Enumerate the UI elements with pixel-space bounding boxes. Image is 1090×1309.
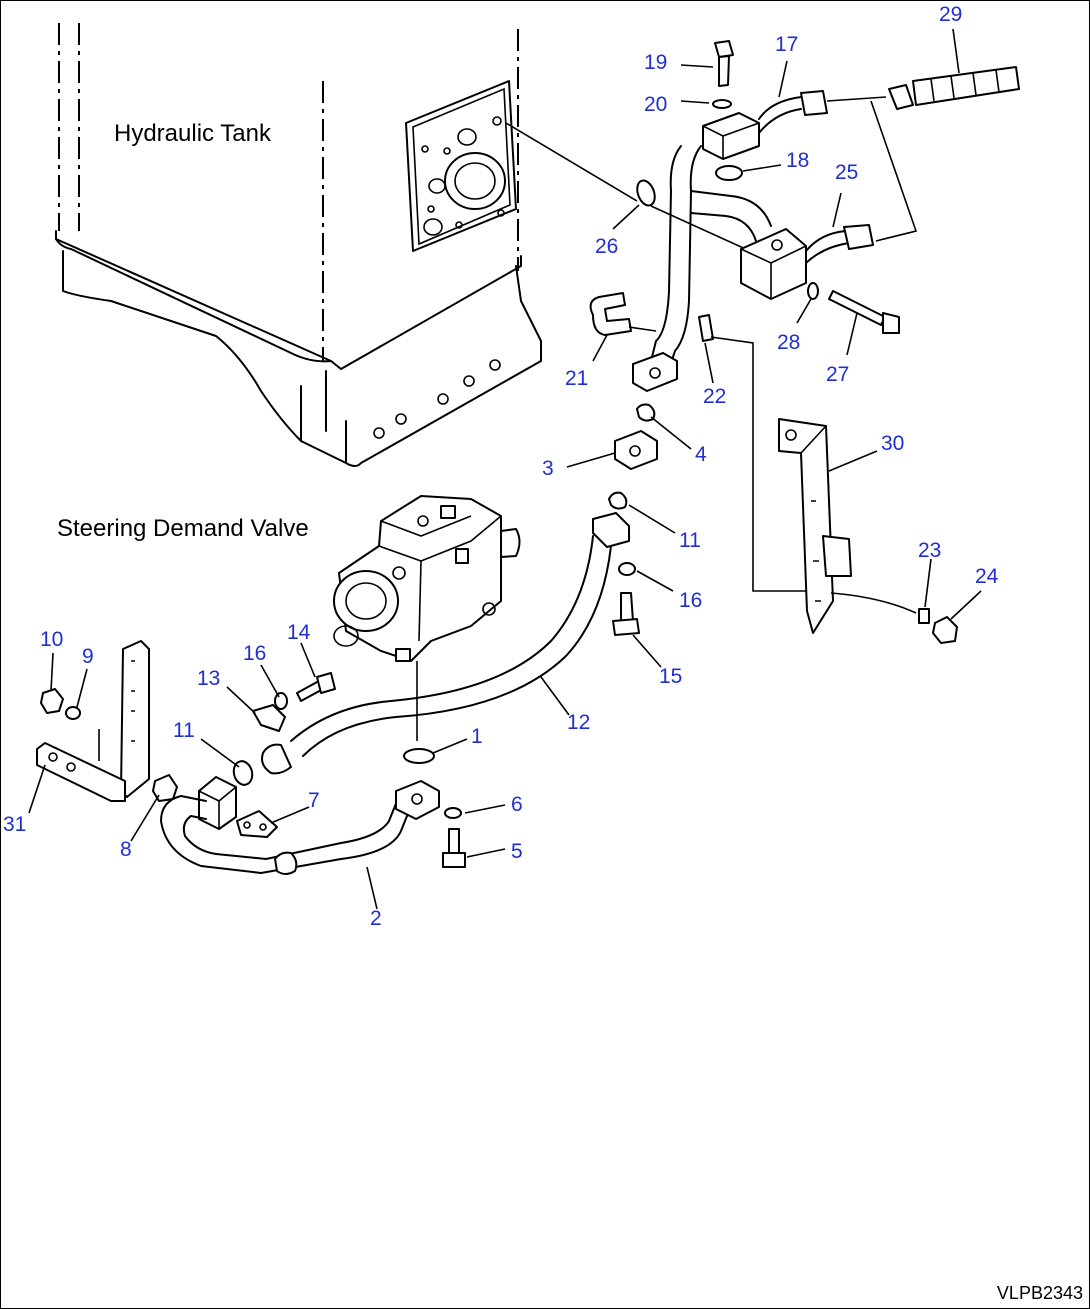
callout-8: 8 xyxy=(120,838,132,861)
callout-2: 2 xyxy=(370,907,382,930)
callout-1: 1 xyxy=(471,725,483,748)
callout-19: 19 xyxy=(644,51,667,74)
steering-demand-valve: Steering Demand Valve xyxy=(57,495,521,662)
callout-25: 25 xyxy=(835,161,858,184)
callout-13: 13 xyxy=(197,667,220,690)
flange-stack xyxy=(608,403,658,510)
callout-11-right: 11 xyxy=(679,529,701,552)
callout-21: 21 xyxy=(565,367,588,390)
callout-31: 31 xyxy=(3,813,26,836)
leader-lines xyxy=(28,28,982,910)
callout-16-left: 16 xyxy=(243,642,266,665)
lower-pipe-2 xyxy=(160,661,440,875)
callout-7: 7 xyxy=(308,789,320,812)
callout-16-right: 16 xyxy=(679,589,702,612)
callout-6: 6 xyxy=(511,793,523,816)
hydraulic-tank: Hydraulic Tank xyxy=(55,23,542,467)
drawing-reference: VLPB2343 xyxy=(997,1283,1083,1303)
callout-24: 24 xyxy=(975,565,999,588)
callout-29: 29 xyxy=(939,3,962,26)
upper-pipe-assembly xyxy=(505,66,1020,592)
callout-22: 22 xyxy=(703,385,726,408)
callout-9: 9 xyxy=(82,645,94,668)
bracket-30 xyxy=(778,418,917,634)
bracket-31 xyxy=(36,640,150,802)
steering-demand-valve-label: Steering Demand Valve xyxy=(57,515,309,542)
callout-23: 23 xyxy=(918,539,941,562)
callouts: 1 2 3 4 5 6 7 8 9 10 11 11 12 13 14 15 1… xyxy=(3,3,999,930)
callout-15: 15 xyxy=(659,665,682,688)
callout-10: 10 xyxy=(40,628,63,651)
callout-14: 14 xyxy=(287,621,311,644)
hydraulic-tank-label: Hydraulic Tank xyxy=(114,120,272,147)
fitting-29 xyxy=(888,66,1020,110)
callout-18: 18 xyxy=(786,149,809,172)
hose-12 xyxy=(261,512,630,775)
callout-28: 28 xyxy=(777,331,800,354)
callout-3: 3 xyxy=(542,457,554,480)
callout-27: 27 xyxy=(826,363,849,386)
callout-5: 5 xyxy=(511,840,523,863)
callout-30: 30 xyxy=(881,432,904,455)
callout-11-left: 11 xyxy=(173,719,195,742)
callout-20: 20 xyxy=(644,93,667,116)
callout-4: 4 xyxy=(695,443,707,466)
callout-26: 26 xyxy=(595,235,618,258)
callout-12: 12 xyxy=(567,711,590,734)
tank-holes xyxy=(373,359,501,439)
callout-17: 17 xyxy=(775,33,798,56)
tank-port-plate xyxy=(405,80,517,252)
block-25 xyxy=(740,228,807,300)
hardware xyxy=(40,40,958,868)
